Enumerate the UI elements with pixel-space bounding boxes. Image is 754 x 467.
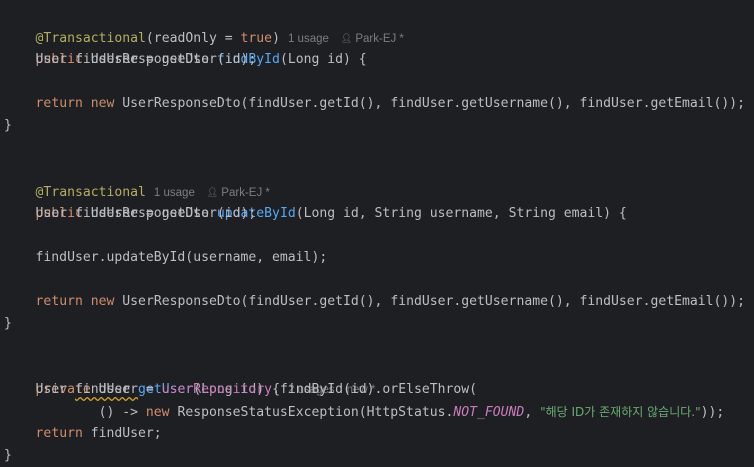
constant-reference: NOT_FOUND [453,405,525,420]
author-hint[interactable]: Park-EJ * [221,187,270,199]
usages-hint[interactable]: 2 usages [287,384,335,396]
annotation: @Transactional [35,31,146,46]
author-hint[interactable]: new * [346,384,376,396]
inlay-hint[interactable]: 2 usages new * [288,384,375,396]
code-line: } [4,448,12,463]
warning-underlined-variable[interactable]: findUser [74,382,139,397]
code-line: public UserResponseDto findById(Long id)… [35,52,367,67]
code-line: User findUser = userRepository.findById(… [4,382,478,397]
code-line: @Transactional(readOnly = true)1 usage👤︎… [4,5,404,46]
inlay-hint[interactable]: 1 usage 👤︎Park-EJ * [154,187,270,199]
string-literal: "해당 ID가 존재하지 않습니다." [540,405,701,419]
code-line: @Transactional 1 usage 👤︎Park-EJ * [4,159,270,200]
code-line: return findUser; [35,426,162,441]
usages-hint[interactable]: 1 usage [153,187,195,199]
person-icon: 👤︎ [340,33,353,43]
code-line: () -> new ResponseStatusException(HttpSt… [4,405,725,420]
code-line: findUser.updateById(username, email); [4,250,328,265]
code-line: } [4,118,12,133]
annotation: @Transactional [35,185,146,200]
method-name: updateById [216,206,296,221]
author-hint[interactable]: Park-EJ * [355,33,404,45]
code-line: User findUser = getUser(id); [4,206,257,221]
code-line: return new UserResponseDto(findUser.getI… [35,96,746,111]
inlay-hint[interactable]: 1 usage 👤︎Park-EJ * [288,33,404,45]
code-line: User findUser = getUser(id); [4,52,257,67]
person-icon: 👤︎ [206,187,219,197]
method-name: getUser [138,382,194,397]
code-line: } [4,316,12,331]
code-line: return new UserResponseDto(findUser.getI… [35,294,746,309]
field-reference: userRepository [161,382,273,397]
code-line: public UserResponseDto updateById(Long i… [35,206,627,221]
method-name: findById [216,52,280,67]
usages-hint[interactable]: 1 usage [287,33,329,45]
